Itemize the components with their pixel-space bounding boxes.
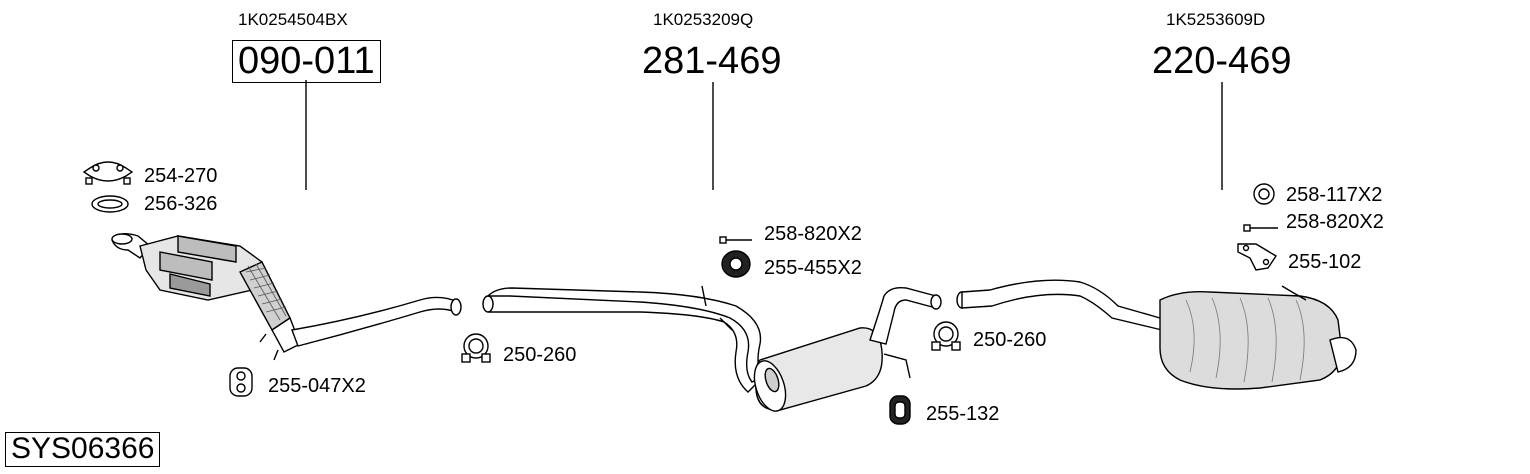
label-ring-rear[interactable]: 258-117X2: [1286, 184, 1383, 206]
part-number-center-muffler[interactable]: 281-469: [642, 40, 782, 82]
label-clamp-1[interactable]: 250-260: [503, 344, 577, 366]
pipe-clamp-icon: [461, 333, 491, 363]
rubber-hanger-center-icon: [889, 395, 911, 425]
system-code: SYS06366: [5, 432, 161, 467]
oe-number-center-muffler: 1K0253209Q: [653, 10, 754, 29]
rubber-mount-icon: [721, 250, 751, 278]
bracket-icon: [1237, 243, 1277, 271]
pipe-clamp-icon-2: [931, 321, 961, 351]
label-rubber-center[interactable]: 255-132: [926, 403, 1000, 425]
label-bolt-rear[interactable]: 258-820X2: [1286, 211, 1384, 233]
oe-number-rear-muffler: 1K5253609D: [1166, 10, 1266, 29]
rear-muffler-icon: [956, 279, 1357, 390]
oe-number-catalyst: 1K0254504BX: [238, 10, 348, 29]
label-clamp-front[interactable]: 254-270: [144, 165, 218, 187]
bolt-icon-2: [1243, 224, 1278, 232]
ring-icon: [1253, 183, 1275, 205]
part-number-rear-muffler[interactable]: 220-469: [1152, 40, 1292, 82]
clamp-icon: [82, 161, 134, 185]
label-rubber-mid[interactable]: 255-455X2: [764, 257, 862, 279]
center-muffler-icon: [482, 285, 942, 412]
label-bracket-rear[interactable]: 255-102: [1288, 251, 1362, 273]
label-clamp-2[interactable]: 250-260: [973, 329, 1047, 351]
label-hanger-front[interactable]: 255-047X2: [268, 375, 366, 397]
label-gasket-front[interactable]: 256-326: [144, 193, 218, 215]
rubber-hanger-icon: [229, 367, 253, 397]
part-number-catalyst[interactable]: 090-011: [232, 40, 381, 83]
catalytic-converter-icon: [111, 233, 462, 361]
label-bolt-mid[interactable]: 258-820X2: [764, 223, 862, 245]
bolt-icon: [719, 236, 752, 244]
